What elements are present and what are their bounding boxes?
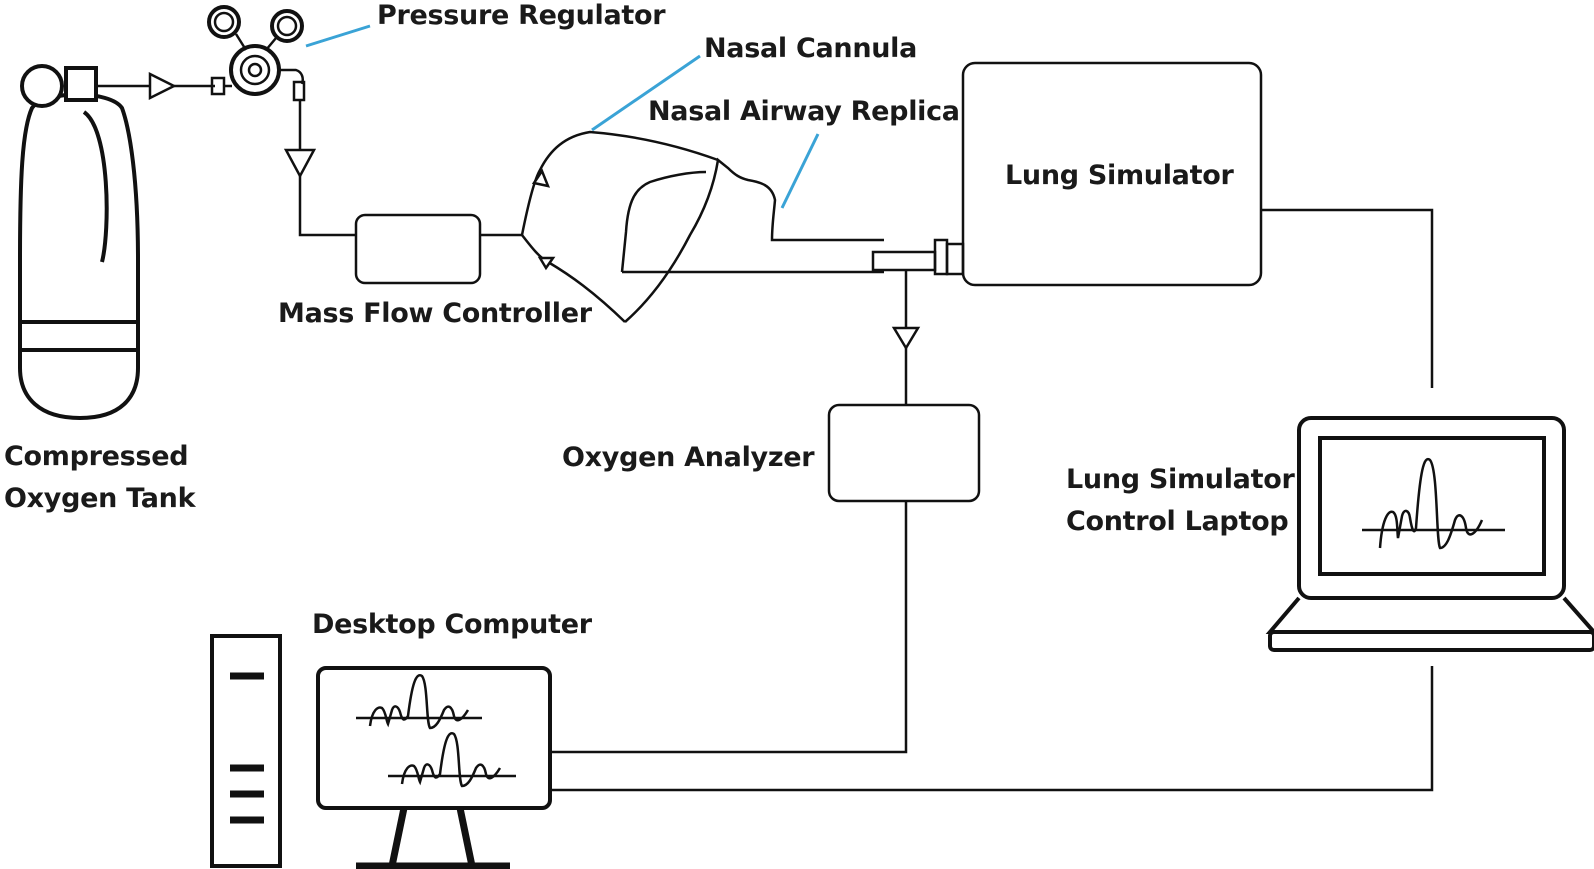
desktop-computer-label: Desktop Computer [312,609,592,640]
pressure-regulator-icon [207,5,306,102]
lung-connector [871,238,965,276]
laptop-to-desktop-line [550,666,1434,792]
oxygen-analyzer-box [827,403,981,503]
analyzer-to-desktop-line [550,501,908,754]
pressure-regulator-label: Pressure Regulator [377,0,666,31]
laptop-label-line2: Control Laptop [1066,506,1289,537]
mass-flow-controller-label: Mass Flow Controller [278,298,592,329]
compressed-oxygen-tank-label-line1: Compressed [4,441,189,472]
nasal-cannula-leader [591,54,701,132]
cannula-tubing [480,130,719,323]
nasal-airway-replica-icon [620,157,884,323]
laptop-label-line1: Lung Simulator [1066,464,1295,495]
compressed-oxygen-tank-label-line2: Oxygen Tank [4,483,196,514]
mass-flow-controller-box [354,213,482,285]
oxygen-tank-icon [18,64,140,421]
oxygen-analyzer-label: Oxygen Analyzer [562,442,815,473]
desktop-waveforms [356,674,516,788]
regulator-outlet-line [283,100,356,237]
lung-simulator-box [961,61,1263,287]
lung-to-laptop-line [1261,208,1434,388]
desktop-monitor-icon [316,666,552,869]
laptop-icon [1265,416,1594,652]
nasal-airway-replica-leader [780,133,820,209]
desktop-tower-icon [210,634,282,868]
nasal-airway-replica-label: Nasal Airway Replica [648,96,960,127]
sample-line [891,270,921,405]
lung-simulator-label: Lung Simulator [1005,160,1234,191]
laptop-waveform [1362,457,1505,550]
pressure-regulator-leader [305,24,371,48]
nasal-cannula-label: Nasal Cannula [704,33,918,64]
supply-line [96,71,215,101]
